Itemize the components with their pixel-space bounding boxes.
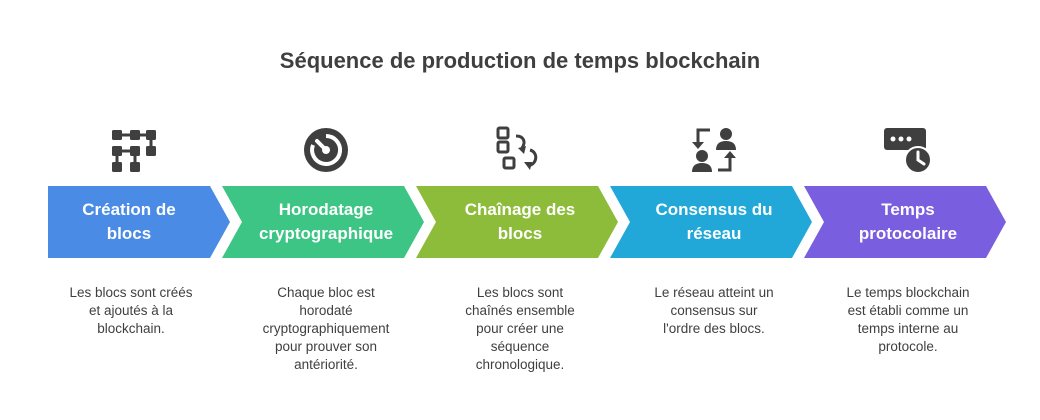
step-label-2-line1: Horodatage [278,200,374,219]
desc-2-line-2: horodaté [299,303,353,318]
desc-5-line-2: est établi comme un [847,303,969,318]
window-clock-icon [882,124,934,176]
desc-3-line-5: chronologique. [475,357,565,372]
step-label-1: Création de blocs [48,186,210,258]
desc-4-line-3: l'ordre des blocs. [663,321,765,336]
step-description-2: Chaque bloc est horodaté cryptographique… [241,284,411,374]
desc-2-line-4: pour prouver son [274,339,378,354]
step-label-5-line1: Temps [881,200,935,219]
desc-2-line-3: cryptographiquement [262,321,390,336]
desc-2-line-5: antériorité. [294,357,358,372]
desc-5-line-1: Le temps blockchain [846,285,970,300]
step-label-4-line1: Consensus du [655,200,773,219]
step-arrow-1 [48,186,230,258]
step-arrow-4 [610,186,812,258]
desc-3-line-2: chaînés ensemble [465,303,575,318]
step-description-3: Les blocs sont chaînés ensemble pour cré… [435,284,605,374]
step-arrow-2 [222,186,424,258]
desc-3-line-1: Les blocs sont [476,285,564,300]
step-arrow-5 [804,186,1006,258]
step-arrow-3 [416,186,618,258]
step-label-5-line2: protocolaire [858,224,958,243]
desc-1-line-2: et ajoutés à la [88,303,174,318]
step-description-4: Le réseau atteint un consensus sur l'ord… [629,284,799,338]
desc-1-line-3: blockchain. [97,321,165,336]
desc-3-line-4: séquence [490,339,550,354]
step-label-3-line1: Chaînage des [464,200,576,219]
step-label-2: Horodatage cryptographique [240,186,412,258]
chain-sequence-icon [494,124,546,176]
step-label-3: Chaînage des blocs [434,186,606,258]
flowchart-blocks-icon [106,124,158,176]
diagram-title: Séquence de production de temps blockcha… [279,48,761,73]
step-label-3-line2: blocs [497,224,543,243]
step-label-4-line2: réseau [686,224,742,243]
desc-5-line-3: temps interne au [857,321,959,336]
step-description-1: Les blocs sont créés et ajoutés à la blo… [46,284,216,338]
user-exchange-icon [688,124,740,176]
step-label-2-line2: cryptographique [258,224,394,243]
step-label-1-line2: blocs [106,224,152,243]
desc-4-line-2: consensus sur [670,303,758,318]
desc-5-line-4: protocole. [878,339,938,354]
desc-1-line-1: Les blocs sont créés [69,285,193,300]
step-description-5: Le temps blockchain est établi comme un … [823,284,993,356]
desc-3-line-3: pour créer une [476,321,564,336]
desc-4-line-1: Le réseau atteint un [654,285,774,300]
desc-2-line-1: Chaque bloc est [277,285,375,300]
step-label-4: Consensus du réseau [628,186,800,258]
timer-dial-icon [300,124,352,176]
step-label-1-line1: Création de [82,200,176,219]
step-label-5: Temps protocolaire [822,186,994,258]
